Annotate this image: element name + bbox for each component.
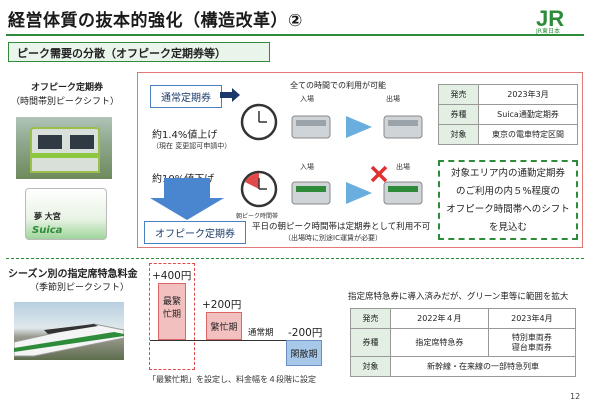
table-cell: 東京の電車特定区間 <box>478 124 578 145</box>
exit-label-2: 出場 <box>396 163 410 171</box>
section1-title: ピーク需要の分散（オフピーク定期券等） <box>8 42 270 62</box>
up-arrow-icon <box>220 88 240 102</box>
clock-icon <box>240 103 278 141</box>
all-times-text: 全ての時間での利用が可能 <box>290 81 386 90</box>
note-line: のご利用の内５%程度の <box>455 186 561 197</box>
table-cell: 新幹線・在来線の一部特急列車 <box>390 356 576 377</box>
table-cell: 2023年4月 <box>487 308 577 329</box>
section2-title: シーズン別の指定席特急料金 <box>8 269 138 280</box>
suica-card-image: 夢 大宮 Suica <box>25 188 107 240</box>
regular-change-note: （現在 変更認可申請中） <box>152 142 232 150</box>
table-cell: Suica通勤定期券 <box>478 104 578 125</box>
table-cell: 発売 <box>438 84 479 105</box>
table-cell: 2022年４月 <box>390 308 489 329</box>
regular-pass-label: 通常定期券 <box>150 85 222 108</box>
table-cell: 発売 <box>350 308 391 329</box>
baseline <box>150 340 248 341</box>
ticket-gate-icon <box>291 115 331 139</box>
exit-label-1: 出場 <box>386 95 400 103</box>
flow-arrow-icon <box>346 182 372 204</box>
down-arrow-icon <box>150 178 224 220</box>
season-footnote: 「最繁忙期」を設定し、料金幅を４段階に設定 <box>148 375 316 384</box>
note-line: オフピーク時間帯へのシフト <box>446 204 570 215</box>
title-divider <box>6 34 584 36</box>
entry-label-2: 入場 <box>300 163 314 171</box>
table-row: 発売 2022年４月 2023年4月 <box>350 308 577 329</box>
offpeak-side-title: オフピーク定期券 <box>22 80 112 93</box>
logo-caption: JR東日本 <box>536 28 560 35</box>
table-cell: 対象 <box>350 356 391 377</box>
table-cell: 特別車両券 寝台車両券 <box>487 328 577 357</box>
peak-highlight <box>149 263 195 370</box>
card-brand: Suica <box>32 225 63 236</box>
tier-bar: 繁忙期 <box>206 312 242 340</box>
ticket-gate-icon <box>383 115 423 139</box>
regular-change: 約1.4%値上げ <box>152 130 218 141</box>
jr-logo: JR <box>536 6 564 31</box>
cross-icon <box>370 165 388 183</box>
offpeak-title-text: オフピーク定期券 <box>30 83 103 93</box>
train-photo <box>16 117 112 179</box>
table-row: 対象 東京の電車特定区間 <box>438 124 578 145</box>
table-row: 券種 Suica通勤定期券 <box>438 104 578 125</box>
flow-arrow-icon <box>346 116 372 138</box>
table-cell: 2023年3月 <box>478 84 578 105</box>
season-intro: 指定席特急券に導入済みだが、グリーン車等に範囲を拡大 <box>348 292 569 302</box>
section-divider <box>6 258 584 259</box>
offpeak-pass-label: オフピーク定期券 <box>144 221 246 244</box>
table-cell: 指定席特急券 <box>390 328 489 357</box>
restriction-note: （出場時に別途IC運賃が必要） <box>284 234 382 242</box>
note-line: 対象エリア内の通勤定期券 <box>450 168 565 179</box>
entry-label-1: 入場 <box>300 95 314 103</box>
clock-peak-icon <box>240 170 278 208</box>
ticket-gate-icon <box>291 181 331 205</box>
tier-label: 繁忙期 <box>210 323 238 333</box>
section2-subtitle: （季節別ピークシフト） <box>30 283 130 293</box>
table-cell: 券種 <box>350 328 391 357</box>
season-info-table: 発売 2022年４月 2023年4月 券種 指定席特急券 特別車両券 寝台車両券… <box>350 308 577 377</box>
offpeak-side-subtitle: （時間帯別ピークシフト） <box>10 97 119 107</box>
table-cell: 券種 <box>438 104 479 125</box>
shinkansen-photo <box>14 302 124 360</box>
tier-change: +200円 <box>202 299 242 311</box>
tier-label: 最繁忙期 <box>162 297 181 320</box>
tier-label: 閑散期 <box>290 350 318 360</box>
baseline <box>246 340 286 341</box>
restriction-text: 平日の朝ピーク時間帯は定期券として利用不可 <box>252 222 431 232</box>
tier-change: +400円 <box>152 270 192 282</box>
page-title: 経営体質の抜本的強化（構造改革）② <box>8 11 303 31</box>
tier-change: -200円 <box>288 327 323 339</box>
note-line: を見込む <box>488 222 527 233</box>
card-text: 夢 大宮 <box>34 212 61 221</box>
jr-logo-letters: JR <box>536 6 564 31</box>
tier-bar: 閑散期 <box>286 340 322 366</box>
tier-bar: 最繁忙期 <box>158 283 186 340</box>
page-number: 12 <box>570 392 581 401</box>
table-row: 対象 新幹線・在来線の一部特急列車 <box>350 356 576 377</box>
table-row: 券種 指定席特急券 特別車両券 寝台車両券 <box>350 328 577 357</box>
shift-note-box: 対象エリア内の通勤定期券 のご利用の内５%程度の オフピーク時間帯へのシフト を… <box>438 160 578 240</box>
tier-label: 通常期 <box>248 328 274 338</box>
offpeak-comparison-box <box>137 72 583 248</box>
peak-time-note: 朝ピーク時間帯 <box>236 213 279 220</box>
ticket-gate-icon <box>383 181 423 205</box>
table-row: 発売 2023年3月 <box>438 84 578 105</box>
offpeak-info-table: 発売 2023年3月 券種 Suica通勤定期券 対象 東京の電車特定区間 <box>438 84 578 145</box>
table-cell: 対象 <box>438 124 479 145</box>
